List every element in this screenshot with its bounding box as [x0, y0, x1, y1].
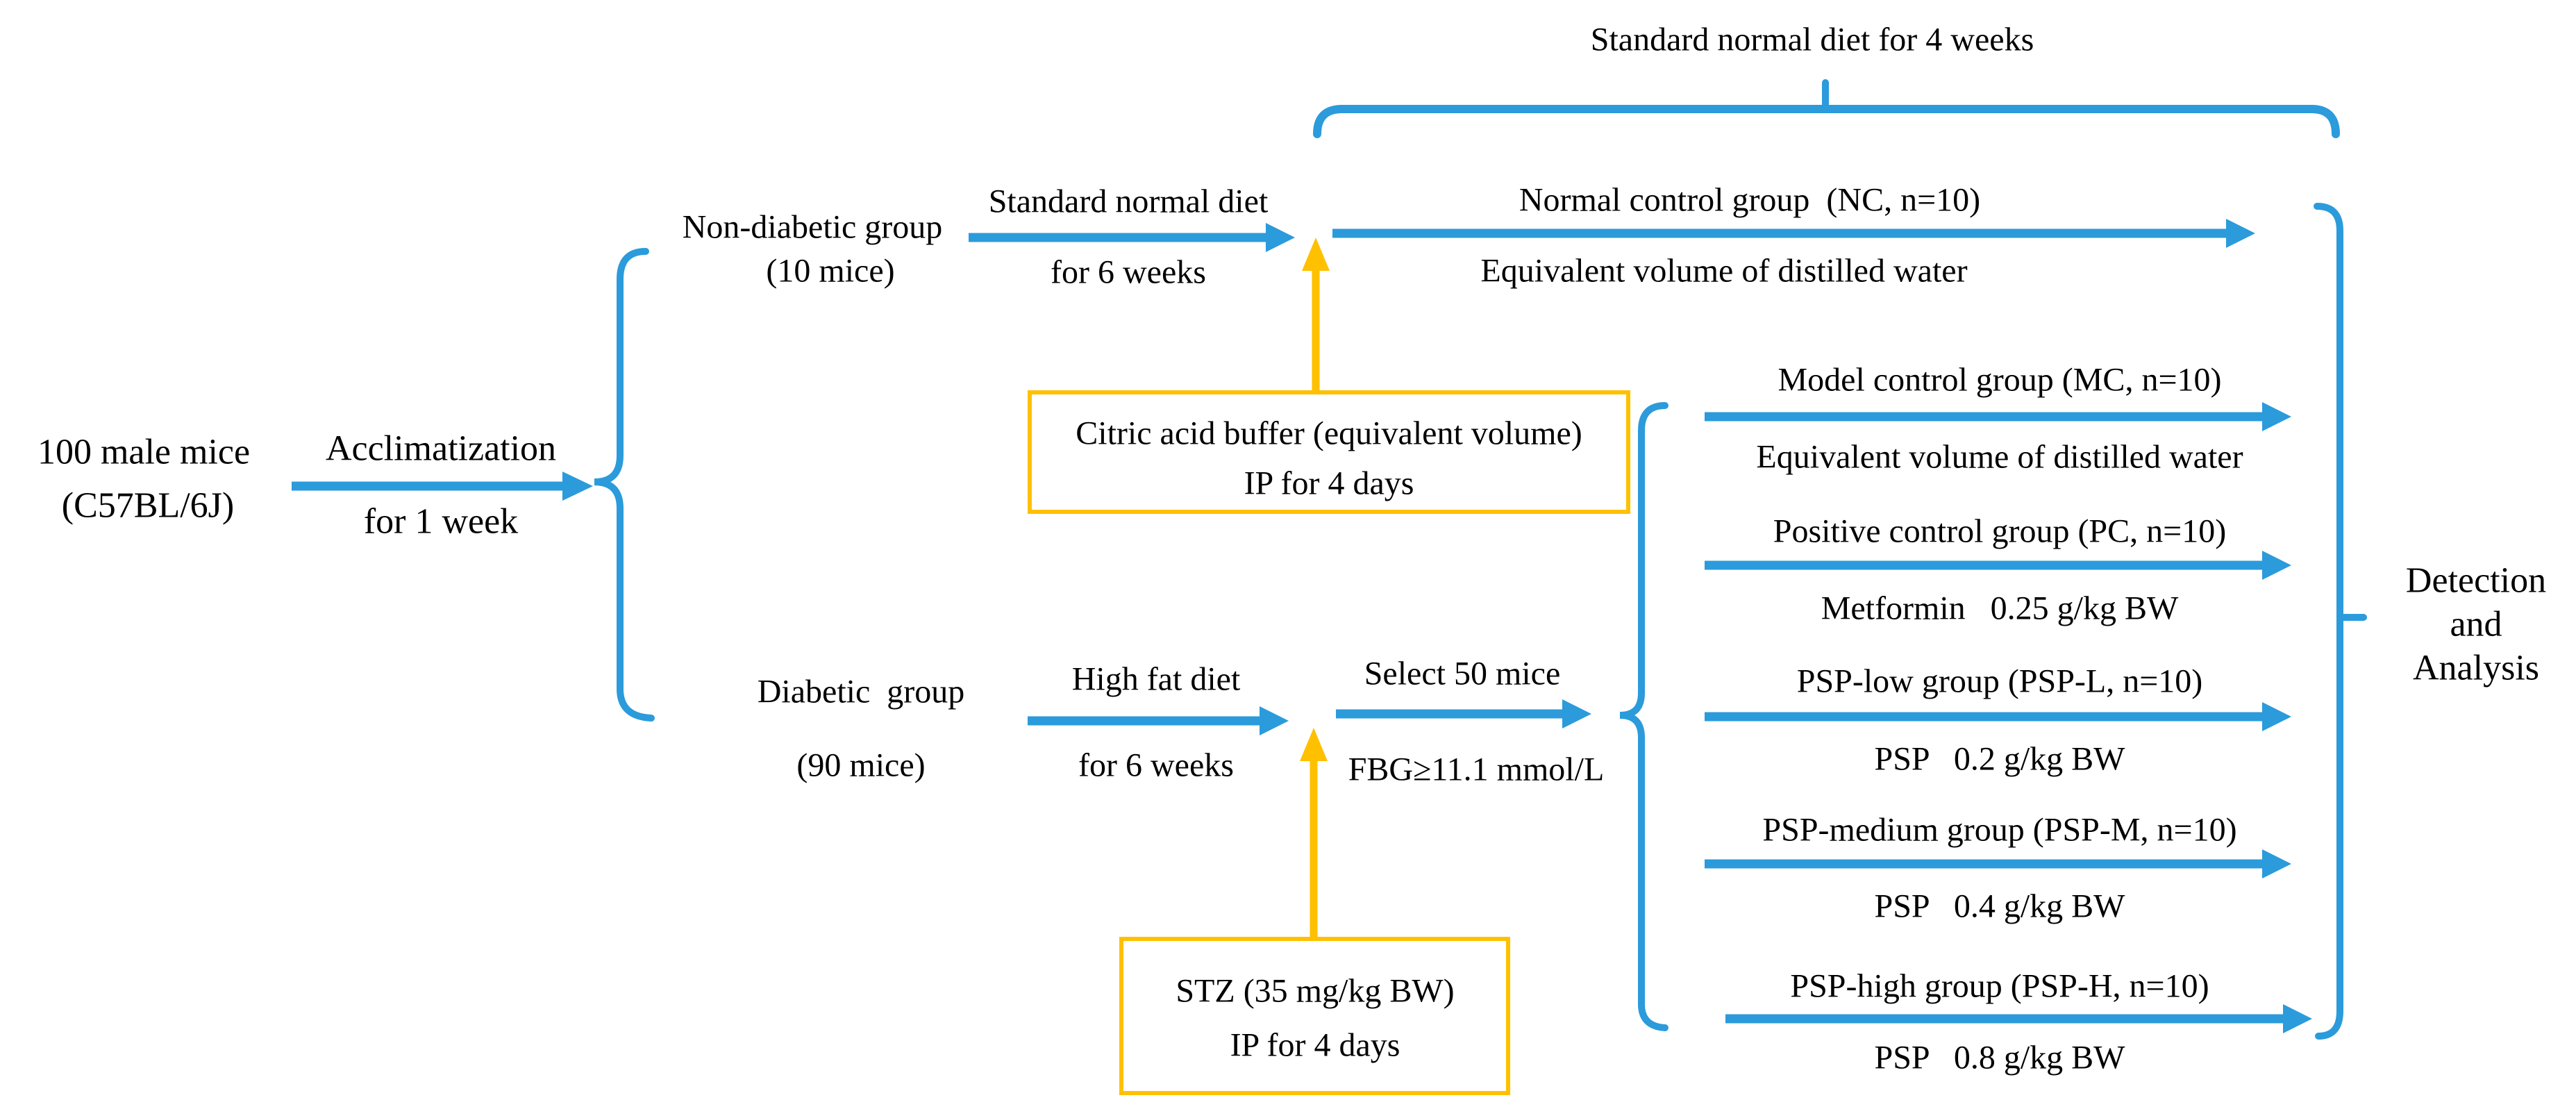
select-mice-arrow — [1336, 699, 1591, 728]
outcome-line3: Analysis — [2413, 648, 2539, 688]
mc-treatment-label: Equivalent volume of distilled water — [1756, 438, 2243, 476]
cohort-count-label: 100 male mice — [37, 432, 251, 472]
acclimatization-arrow — [292, 472, 593, 501]
treatment-groups-brace — [1619, 402, 1668, 1031]
nc-group-label: Normal control group (NC, n=10) — [1519, 181, 1981, 219]
citric-injection-arrow — [1302, 238, 1330, 392]
outcome-line2: and — [2450, 604, 2502, 644]
nondiabetic-group-name: Non-diabetic group — [682, 208, 943, 246]
citric-buffer-box — [1028, 390, 1630, 514]
psp-low-group-label: PSP-low group (PSP-L, n=10) — [1796, 662, 2203, 700]
mc-group-label: Model control group (MC, n=10) — [1778, 361, 2222, 399]
diabetic-diet-duration: for 6 weeks — [1078, 747, 1234, 784]
selection-criterion: FBG≥11.1 mmol/L — [1348, 751, 1605, 788]
pc-treatment-label: Metformin 0.25 g/kg BW — [1821, 590, 2179, 627]
psp-medium-group-label: PSP-medium group (PSP-M, n=10) — [1762, 811, 2237, 849]
nondiabetic-diet-label: Standard normal diet — [988, 183, 1269, 220]
citric-box-line2: IP for 4 days — [1244, 465, 1414, 502]
standard-diet-arrow — [969, 223, 1295, 252]
top-phase-label: Standard normal diet for 4 weeks — [1590, 21, 2034, 58]
stz-box — [1119, 937, 1510, 1095]
high-fat-diet-arrow — [1028, 706, 1289, 735]
psp-high-group-label: PSP-high group (PSP-H, n=10) — [1790, 967, 2209, 1005]
normal-control-arrow — [1332, 219, 2255, 248]
stz-box-line2: IP for 4 days — [1230, 1026, 1400, 1064]
nondiabetic-group-size: (10 mice) — [766, 252, 895, 290]
stz-box-line1: STZ (35 mg/kg BW) — [1176, 972, 1455, 1010]
acclimatization-label: Acclimatization — [325, 428, 557, 469]
diabetic-group-size: (90 mice) — [796, 747, 926, 784]
psp-medium-treatment-label: PSP 0.4 g/kg BW — [1874, 888, 2125, 925]
detection-bracket — [2314, 203, 2367, 1040]
selection-label: Select 50 mice — [1364, 655, 1561, 692]
psp-medium-arrow — [1705, 849, 2291, 878]
nondiabetic-diet-duration: for 6 weeks — [1051, 253, 1206, 291]
nc-treatment-label: Equivalent volume of distilled water — [1480, 252, 1968, 290]
top-phase-brace — [1313, 79, 2340, 138]
stz-injection-arrow — [1300, 728, 1328, 939]
outcome-line1: Detection — [2405, 560, 2547, 601]
psp-low-arrow — [1705, 702, 2291, 731]
citric-box-line1: Citric acid buffer (equivalent volume) — [1076, 415, 1582, 452]
psp-high-arrow — [1725, 1004, 2312, 1033]
cohort-strain-label: (C57BL/6J) — [61, 485, 235, 526]
diabetic-diet-label: High fat diet — [1071, 660, 1241, 698]
psp-high-treatment-label: PSP 0.8 g/kg BW — [1874, 1039, 2125, 1076]
positive-control-arrow — [1705, 551, 2291, 580]
split-brace — [594, 248, 655, 722]
model-control-arrow — [1705, 402, 2291, 431]
acclimatization-duration-label: for 1 week — [363, 501, 519, 542]
pc-group-label: Positive control group (PC, n=10) — [1773, 512, 2227, 550]
psp-low-treatment-label: PSP 0.2 g/kg BW — [1874, 740, 2125, 778]
diabetic-group-name: Diabetic group — [757, 673, 965, 710]
